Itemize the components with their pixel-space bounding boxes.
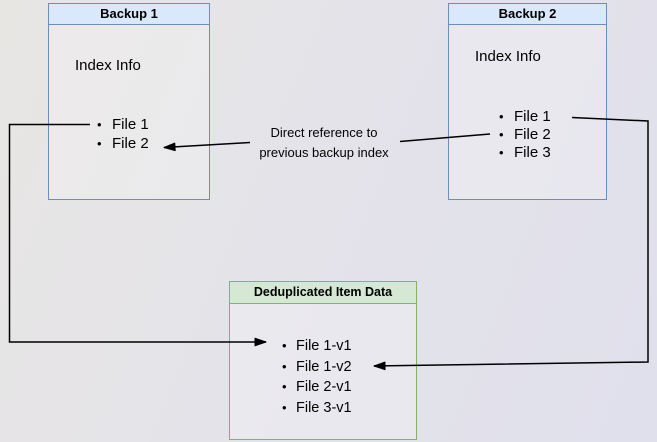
backup1-index-info-label: Index Info: [75, 57, 141, 74]
list-item: • File 1-v2: [282, 357, 352, 378]
list-item: • File 3-v1: [282, 398, 352, 419]
file-label: File 2: [112, 135, 149, 152]
file-label: File 1: [514, 108, 551, 125]
bullet-icon: •: [97, 117, 102, 132]
list-item: • File 2: [97, 134, 149, 153]
file-label: File 3-v1: [296, 399, 352, 416]
file-label: File 1: [112, 116, 149, 133]
bullet-icon: •: [282, 379, 287, 394]
dedup-file-list: • File 1-v1 • File 1-v2 • File 2-v1 • Fi…: [282, 336, 352, 418]
bullet-icon: •: [499, 145, 504, 160]
backup1-file-list: • File 1 • File 2: [97, 115, 149, 153]
direct-reference-edge-label: Direct reference to previous backup inde…: [234, 123, 414, 163]
file-label: File 3: [514, 144, 551, 161]
list-item: • File 2: [499, 126, 551, 144]
file-label: File 1-v1: [296, 338, 352, 354]
backup1-title: Backup 1: [49, 4, 209, 25]
file-label: File 2-v1: [296, 379, 352, 395]
backup1-box: Backup 1 Index Info • File 1 • File 2: [48, 3, 210, 200]
bullet-icon: •: [97, 136, 102, 151]
bullet-icon: •: [282, 338, 287, 353]
backup2-title: Backup 2: [449, 4, 606, 25]
edge-label-line2: previous backup index: [259, 145, 389, 160]
file-label: File 2: [514, 126, 551, 143]
list-item: • File 1-v1: [282, 336, 352, 357]
list-item: • File 1: [499, 108, 551, 126]
backup2-box: Backup 2 Index Info • File 1 • File 2 • …: [448, 3, 607, 200]
edge-label-line1: Direct reference to: [270, 125, 378, 140]
backup2-index-info-label: Index Info: [475, 48, 541, 65]
backup2-file-list: • File 1 • File 2 • File 3: [499, 108, 551, 162]
bullet-icon: •: [499, 127, 504, 142]
bullet-icon: •: [499, 109, 504, 124]
list-item: • File 1: [97, 115, 149, 134]
file-label: File 1-v2: [296, 358, 352, 375]
deduplicated-item-data-box: Deduplicated Item Data • File 1-v1 • Fil…: [229, 281, 417, 440]
bullet-icon: •: [282, 358, 287, 374]
dedup-title: Deduplicated Item Data: [230, 282, 416, 304]
list-item: • File 3: [499, 144, 551, 162]
bullet-icon: •: [282, 399, 287, 415]
list-item: • File 2-v1: [282, 377, 352, 398]
